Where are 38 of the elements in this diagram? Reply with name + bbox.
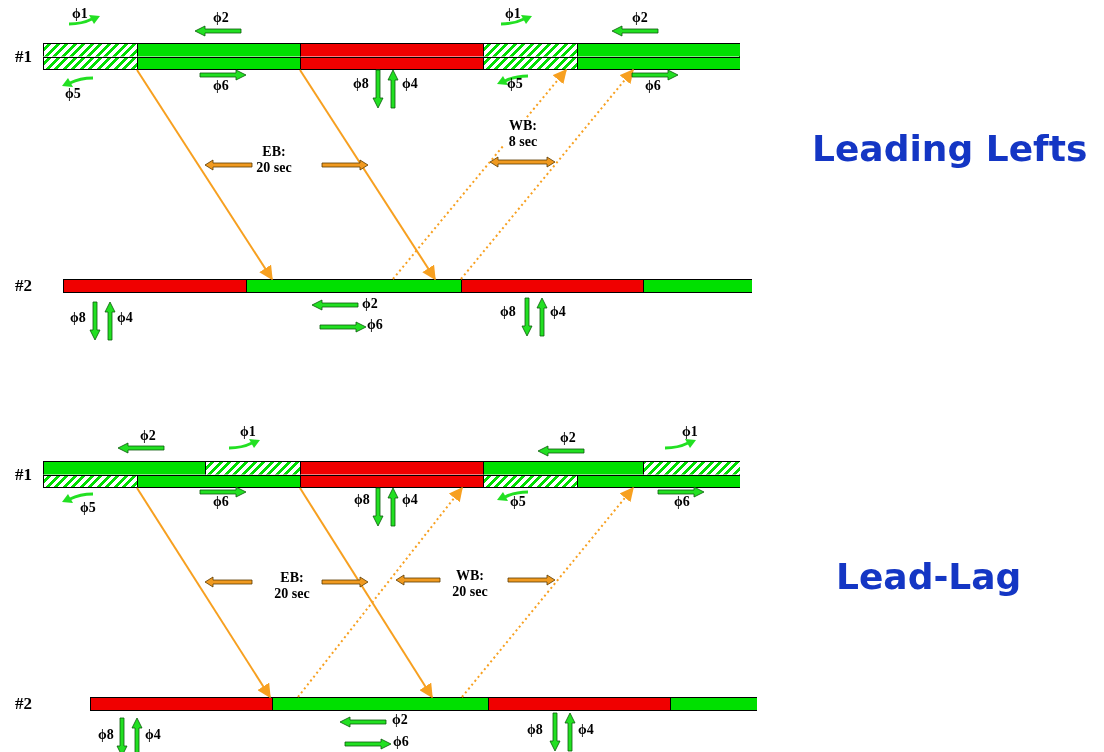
phase-label: ϕ8 [527, 722, 543, 738]
phase-label: ϕ8 [70, 310, 86, 326]
phase-label: ϕ4 [117, 310, 133, 326]
intersection-label: #2 [15, 694, 32, 714]
phase-label: ϕ4 [550, 304, 566, 320]
phase-label: ϕ8 [500, 304, 516, 320]
intersection-label: #2 [15, 276, 32, 296]
signal-timing-bar [15, 279, 752, 293]
signal-timing-bar [15, 697, 757, 711]
section-heading: Lead-Lag [836, 556, 1022, 598]
phase-label: ϕ2 [632, 10, 648, 26]
intersection-label: #1 [15, 464, 32, 485]
phase-label: ϕ2 [140, 428, 156, 444]
signal-timing-bar [15, 461, 740, 488]
phase-label: ϕ6 [393, 734, 409, 750]
signal-timing-bar [15, 43, 740, 70]
section-heading: Leading Lefts [812, 128, 1088, 170]
phase-label: ϕ8 [98, 727, 114, 743]
trajectory-arrow [461, 486, 634, 698]
phase-label: ϕ1 [682, 424, 698, 440]
phase-label: ϕ2 [560, 430, 576, 446]
phase-label: ϕ4 [578, 722, 594, 738]
phase-label: ϕ4 [145, 727, 161, 743]
trajectory-arrow [299, 69, 436, 281]
phase-label: ϕ1 [240, 424, 256, 440]
phase-label: ϕ1 [72, 6, 88, 22]
trajectory-arrow [136, 69, 273, 281]
phase-label: ϕ1 [505, 6, 521, 22]
trajectory-arrow [136, 487, 271, 699]
phase-label: ϕ5 [80, 500, 96, 516]
phase-label: ϕ2 [213, 10, 229, 26]
phase-label: ϕ6 [367, 317, 383, 333]
phase-label: ϕ5 [65, 86, 81, 102]
trajectory-arrow [460, 68, 634, 280]
trajectory-arrow [297, 486, 463, 698]
trajectory-arrow [299, 487, 433, 699]
intersection-label: #1 [15, 46, 32, 67]
trajectory-arrow [392, 68, 567, 280]
